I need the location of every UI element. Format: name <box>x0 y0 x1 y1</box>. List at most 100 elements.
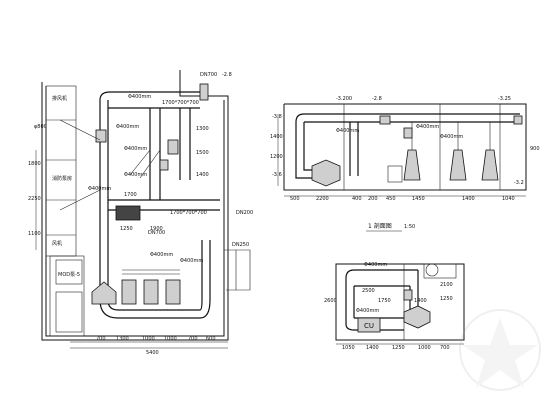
dim-plan-6: 600 <box>206 336 216 342</box>
tank-room-lower <box>55 291 83 333</box>
sec1-dim-v2: 1200 <box>270 154 283 160</box>
sec1-d400-1: Φ400mm <box>416 124 439 130</box>
sec2-duct-left <box>345 278 355 324</box>
label-dn-mid: DN700 <box>148 230 165 236</box>
damper-4 <box>199 83 209 101</box>
sec2-dim-in-6: 2600 <box>324 298 337 304</box>
top-duct <box>99 91 200 109</box>
sec1-duct-drop-1 <box>349 122 359 176</box>
damper-2 <box>167 139 179 155</box>
dim-left-2: 2250 <box>28 196 41 202</box>
sec1-dim-6: 1450 <box>412 196 425 202</box>
sec1-mark-3: -3.25 <box>498 96 511 102</box>
dim-inner-3: 1500 <box>196 150 209 156</box>
right-riser-duct-2 <box>179 108 191 180</box>
sec2-d400-2: Φ400mm <box>356 308 379 314</box>
label-d400-g: Φ400mm <box>180 258 203 264</box>
sec1-dim-1: 500 <box>290 196 300 202</box>
dim-inner-1: 1700 <box>124 192 137 198</box>
sec2-dim-in-5: 2100 <box>440 282 453 288</box>
sec2-dim-in-4: 1250 <box>440 296 453 302</box>
fan-unit <box>115 205 141 221</box>
sec1-mark-6: -3.6 <box>272 172 282 178</box>
sec2-cu-label: CU <box>364 322 374 330</box>
sec1-damper-3 <box>513 115 523 125</box>
label-tag-phi800: φ800 <box>34 124 47 130</box>
sec2-dim-5: 700 <box>440 345 450 351</box>
label-d400-c: Φ400mm <box>124 146 147 152</box>
sec2-dim-2: 1400 <box>366 345 379 351</box>
sec2-dim-in-3: 1400 <box>414 298 427 304</box>
filter-1 <box>91 281 117 305</box>
dim-plan-total: 5400 <box>146 350 159 356</box>
damper-1 <box>95 129 107 143</box>
label-room-pump: MOD泵-5 <box>58 272 80 278</box>
filter-2 <box>121 279 137 305</box>
label-d400-f: Φ400mm <box>88 186 111 192</box>
sec1-mark-5: -3.2 <box>514 180 524 186</box>
label-dn-top: DN700 <box>200 72 217 78</box>
sec1-fan <box>311 159 341 187</box>
dim-left-3: 1100 <box>28 231 41 237</box>
label-d400-e: Φ400mm <box>124 172 147 178</box>
dim-plan-1: 700 <box>96 336 106 342</box>
sec2-damper <box>403 289 413 301</box>
sec2-cu-unit <box>357 317 381 333</box>
sec1-box <box>387 165 403 183</box>
sec2-dim-in-1: 2500 <box>362 288 375 294</box>
section-2-frame <box>335 263 465 341</box>
label-d400-d: Φ400mm <box>150 252 173 258</box>
sec2-dim-4: 1000 <box>418 345 431 351</box>
filter-3 <box>143 279 159 305</box>
dim-inner-4: 1400 <box>196 172 209 178</box>
label-m-top: -2.8 <box>222 72 232 78</box>
section-1-view: -3.200 -2.8 -3.25 -3.8 -3.2 -3.6 Φ400mm … <box>270 96 540 232</box>
sec1-dim-v3: 900 <box>530 146 540 152</box>
dim-plan-4: 1000 <box>164 336 177 342</box>
sec2-circle <box>425 263 439 277</box>
left-room-column <box>45 85 77 257</box>
pump-box <box>55 259 83 285</box>
section-1-scale: 1:50 <box>404 224 415 230</box>
tank-room-upper <box>49 255 85 337</box>
sec2-dim-1: 1050 <box>342 345 355 351</box>
label-tag-dn250: DN250 <box>232 242 249 248</box>
sec2-dim-in-2: 1750 <box>378 298 391 304</box>
dim-plan-5: 700 <box>188 336 198 342</box>
dim-inner-2: 1300 <box>196 126 209 132</box>
sec1-mark-2: -2.8 <box>372 96 382 102</box>
damper-3 <box>159 159 169 171</box>
sec1-filter-1 <box>403 149 421 181</box>
sec2-duct-top <box>345 269 418 287</box>
sec1-dim-3: 400 <box>352 196 362 202</box>
right-riser-duct <box>149 108 161 200</box>
main-riser-duct <box>99 100 109 235</box>
label-d400-b: Φ400mm <box>116 124 139 130</box>
sec1-dim-5: 450 <box>386 196 396 202</box>
label-d400-a: Φ400mm <box>128 94 151 100</box>
sec2-dim-3: 1250 <box>392 345 405 351</box>
watermark-logo-icon <box>459 309 541 391</box>
sec1-duct-top <box>295 113 520 123</box>
section-2-view: CU Φ400mm Φ400mm 2500 1750 1400 1250 210… <box>324 262 465 351</box>
label-room-1: 排风机 <box>52 95 67 102</box>
label-size-mid: 1700*700*700 <box>170 210 207 216</box>
sec2-fan <box>403 305 431 329</box>
sec1-dim-v1: 1400 <box>270 134 283 140</box>
section-1-title: 1 剖面图 <box>368 222 392 230</box>
label-room-2: 消防泵房 <box>52 175 72 182</box>
sec1-dim-4: 200 <box>368 196 378 202</box>
sec1-d400-3: Φ400mm <box>336 128 359 134</box>
sec1-dim-2: 2200 <box>316 196 329 202</box>
sec1-d400-2: Φ400mm <box>440 134 463 140</box>
filter-4 <box>165 279 181 305</box>
sec1-damper-1 <box>379 115 391 125</box>
dim-inner-5: 1900 <box>150 226 163 232</box>
dim-inner-6: 1250 <box>120 226 133 232</box>
sec1-mark-4: -3.8 <box>272 114 282 120</box>
sec1-dim-7: 1400 <box>462 196 475 202</box>
sec2-d400-1: Φ400mm <box>364 262 387 268</box>
sec2-box <box>423 263 457 279</box>
lower-loop-duct <box>99 235 211 319</box>
